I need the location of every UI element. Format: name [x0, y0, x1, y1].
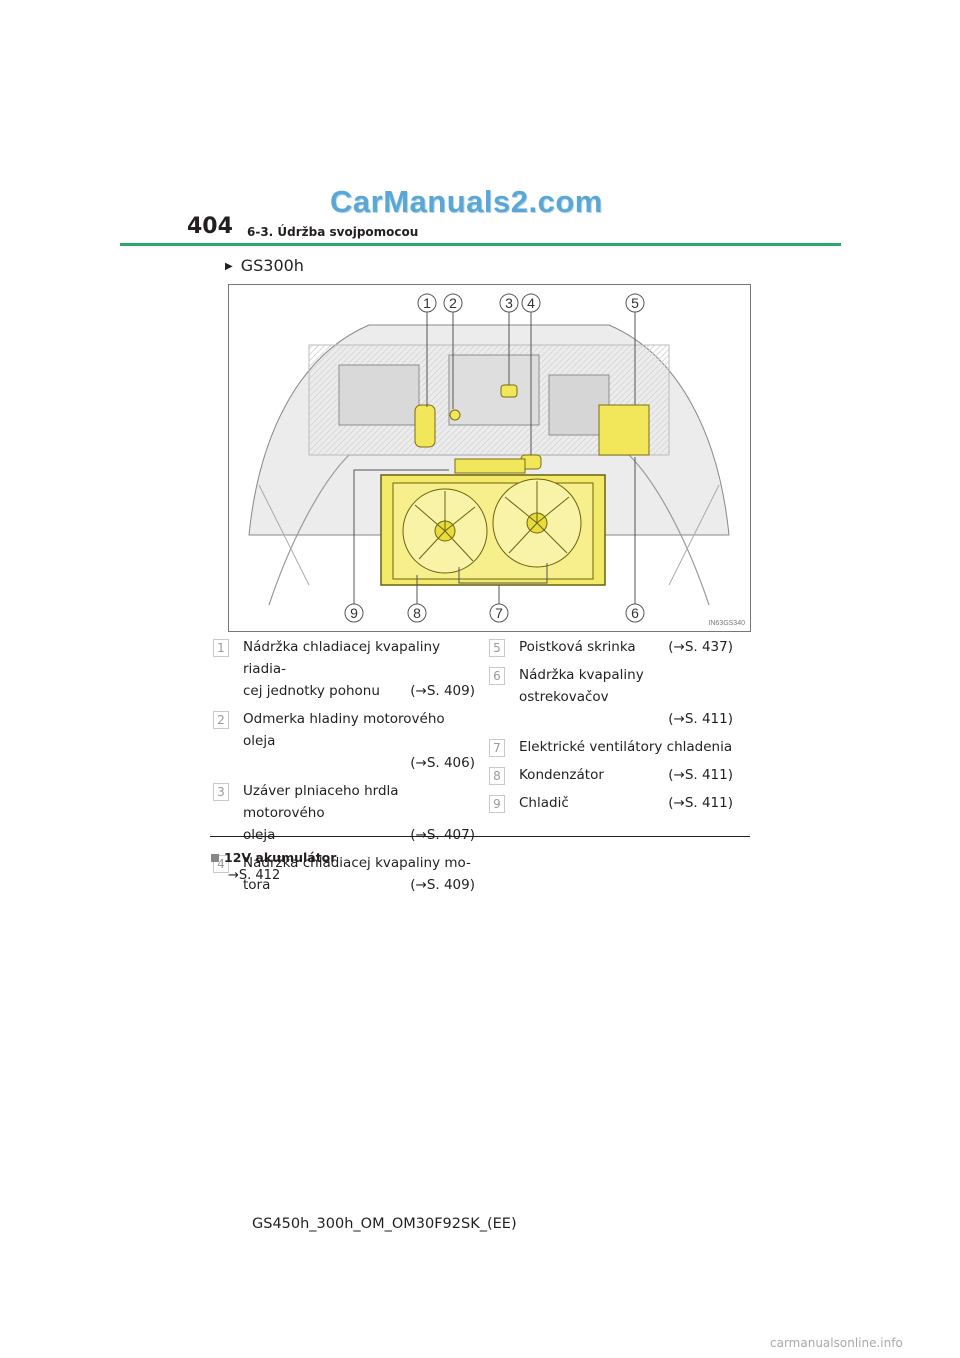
- legend-text: cej jednotky pohonu: [243, 683, 380, 699]
- callout-6: [625, 603, 645, 623]
- fuse-box: [598, 404, 650, 456]
- legend-divider: [210, 836, 750, 837]
- section-title: 6-3. Údržba svojpomocou: [247, 225, 419, 239]
- legend-number: 9: [489, 795, 505, 813]
- legend-number: 5: [489, 639, 505, 657]
- legend-text: Nádržka chladiacej kvapaliny mo-: [243, 855, 471, 871]
- oil-filler-cap: [500, 384, 518, 398]
- legend-text: Poistková skrinka: [519, 639, 636, 655]
- callout-3: [499, 293, 519, 313]
- callout-5: [625, 293, 645, 313]
- callout-2: [443, 293, 463, 313]
- legend-item: 3 Uzáver plniaceho hrdla motorového olej…: [213, 780, 475, 846]
- page-ref: (→S. 407): [410, 827, 475, 843]
- legend-number: 6: [489, 667, 505, 685]
- callout-7: [489, 603, 509, 623]
- page-number: 404: [187, 214, 233, 239]
- svg-text:7: 7: [495, 605, 503, 621]
- legend-item: 8 Kondenzátor (→S. 411): [489, 764, 733, 786]
- page-ref: (→S. 411): [668, 795, 733, 811]
- legend-text: Chladič: [519, 795, 569, 811]
- legend-text: Uzáver plniaceho hrdla motorového: [243, 783, 399, 821]
- callout-9: [344, 603, 364, 623]
- legend-text: oleja: [243, 827, 276, 843]
- cooling-fans: [402, 478, 582, 574]
- battery-heading-text: 12V akumulátor: [224, 850, 337, 865]
- figure-code: IN63GS340: [708, 620, 745, 627]
- engine-bay-illustration: 1 2 3 4 5 9 8 7 6 IN63GS340: [228, 284, 751, 632]
- legend-text: Nádržka chladiacej kvapaliny riadia-: [243, 639, 441, 677]
- page-ref: (→S. 411): [668, 767, 733, 783]
- svg-text:3: 3: [505, 295, 513, 311]
- page-ref: (→S. 409): [410, 877, 475, 893]
- callout-4: [521, 293, 541, 313]
- svg-text:5: 5: [631, 295, 639, 311]
- legend-text: Elektrické ventilátory chladenia: [519, 739, 733, 755]
- page-ref: (→S. 411): [668, 711, 733, 727]
- watermark-logo[interactable]: CarManuals2.com: [330, 184, 603, 219]
- header-divider: [120, 243, 841, 246]
- document-footer: GS450h_300h_OM_OM30F92SK_(EE): [252, 1216, 517, 1232]
- battery-heading: 12V akumulátor: [211, 850, 336, 865]
- watermark-footer[interactable]: carmanualsonline.info: [770, 1336, 903, 1350]
- triangle-bullet-icon: ▶: [225, 261, 233, 272]
- square-bullet-icon: [211, 854, 219, 862]
- legend-number: 3: [213, 783, 229, 801]
- legend-number: 4: [213, 855, 229, 873]
- model-label: ▶ GS300h: [225, 256, 304, 275]
- legend-item: 6 Nádržka kvapaliny ostrekovačov (→S. 41…: [489, 664, 733, 730]
- page-ref: (→S. 406): [410, 755, 475, 771]
- legend-item: 1 Nádržka chladiacej kvapaliny riadia- c…: [213, 636, 475, 702]
- legend-text: Nádržka kvapaliny ostrekovačov: [519, 667, 644, 705]
- legend-text: Kondenzátor: [519, 767, 604, 783]
- legend-number: 8: [489, 767, 505, 785]
- svg-text:6: 6: [631, 605, 639, 621]
- svg-text:9: 9: [350, 605, 358, 621]
- legend-item: 9 Chladič (→S. 411): [489, 792, 733, 814]
- svg-text:4: 4: [527, 295, 535, 311]
- model-label-text: GS300h: [240, 256, 304, 275]
- page-ref: (→S. 437): [668, 639, 733, 655]
- washer-reservoir-neck: [454, 458, 526, 474]
- svg-text:1: 1: [423, 295, 431, 311]
- legend-item: 5 Poistková skrinka (→S. 437): [489, 636, 733, 658]
- coolant-reservoir-pcu: [414, 404, 436, 448]
- legend-item: 4 Nádržka chladiacej kvapaliny mo- tora (…: [213, 852, 475, 896]
- page-ref: (→S. 409): [410, 683, 475, 699]
- legend-right: 5 Poistková skrinka (→S. 437) 6 Nádržka k…: [489, 636, 733, 820]
- legend-item: 2 Odmerka hladiny motorového oleja (→S. …: [213, 708, 475, 774]
- legend-number: 2: [213, 711, 229, 729]
- battery-page-ref[interactable]: →S. 412: [228, 868, 281, 883]
- oil-dipstick: [449, 409, 461, 421]
- legend-number: 7: [489, 739, 505, 757]
- legend-left: 1 Nádržka chladiacej kvapaliny riadia- c…: [213, 636, 475, 902]
- callout-1: [417, 293, 437, 313]
- legend-text: Odmerka hladiny motorového oleja: [243, 711, 445, 749]
- legend-item: 7 Elektrické ventilátory chladenia: [489, 736, 733, 758]
- legend-number: 1: [213, 639, 229, 657]
- legend-text: tora: [243, 877, 271, 893]
- svg-text:8: 8: [413, 605, 421, 621]
- callout-8: [407, 603, 427, 623]
- engine-bay-drawing: 1 2 3 4 5 9 8 7 6 IN63GS340: [248, 293, 745, 627]
- svg-text:2: 2: [449, 295, 457, 311]
